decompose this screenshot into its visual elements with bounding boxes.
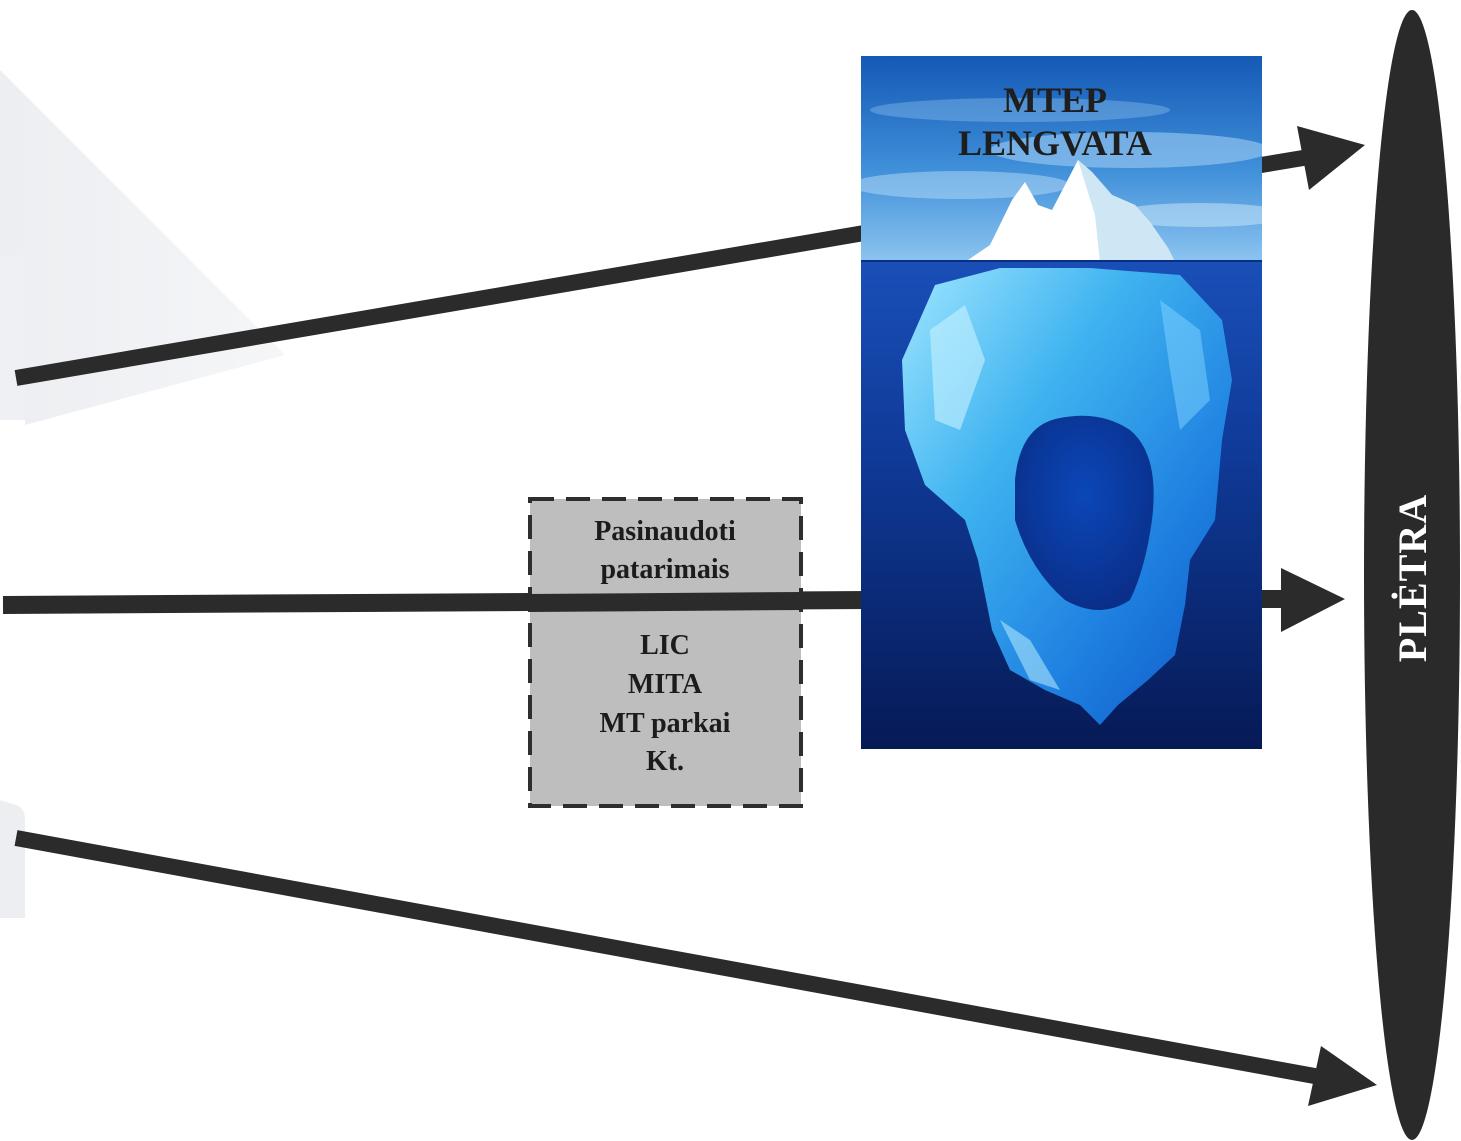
advice-item-mt-parkai: MT parkai: [600, 708, 731, 739]
iceberg-highlight-2: [1160, 300, 1210, 430]
cloud-1: [990, 132, 1262, 168]
arrow-middle-over-box: [527, 592, 804, 612]
pletra-label: PLĖTRA: [1390, 494, 1435, 662]
arrow-top-head: [1297, 126, 1365, 190]
iceberg-cave: [1015, 415, 1154, 610]
iceberg-picture: MTEP LENGVATA: [861, 56, 1262, 749]
advice-heading-line2: patarimais: [600, 554, 729, 585]
pletra-ellipse: [1364, 10, 1460, 1140]
iceberg-title-line1: MTEP: [1003, 80, 1107, 120]
advice-item-kt: Kt.: [646, 746, 684, 777]
cloud-4: [870, 98, 1170, 122]
arrow-bottom-shaft: [14, 830, 1322, 1085]
ghost-rect-bottom: [0, 800, 25, 918]
advice-item-mita: MITA: [628, 669, 703, 700]
cloud-2: [861, 171, 1070, 199]
advice-item-lic: LIC: [640, 630, 690, 661]
target-ellipse: PLĖTRA: [1364, 10, 1460, 1140]
arrow-middle-head: [1281, 568, 1345, 632]
iceberg-title-line2: LENGVATA: [958, 123, 1152, 163]
arrow-bottom-head: [1308, 1046, 1377, 1106]
iceberg-highlight-1: [930, 305, 985, 430]
ghost-rect-top: [0, 255, 25, 420]
advice-box: Pasinaudoti patarimais LIC MITA MT parka…: [527, 497, 804, 808]
background-ghost-shapes: [0, 70, 285, 918]
iceberg-highlight-3: [1000, 620, 1060, 690]
iceberg-tip-shade: [1078, 160, 1175, 262]
advice-heading-line1: Pasinaudoti: [594, 516, 736, 547]
arrow-top-shaft: [14, 224, 872, 386]
advice-box-frame: [528, 497, 803, 808]
